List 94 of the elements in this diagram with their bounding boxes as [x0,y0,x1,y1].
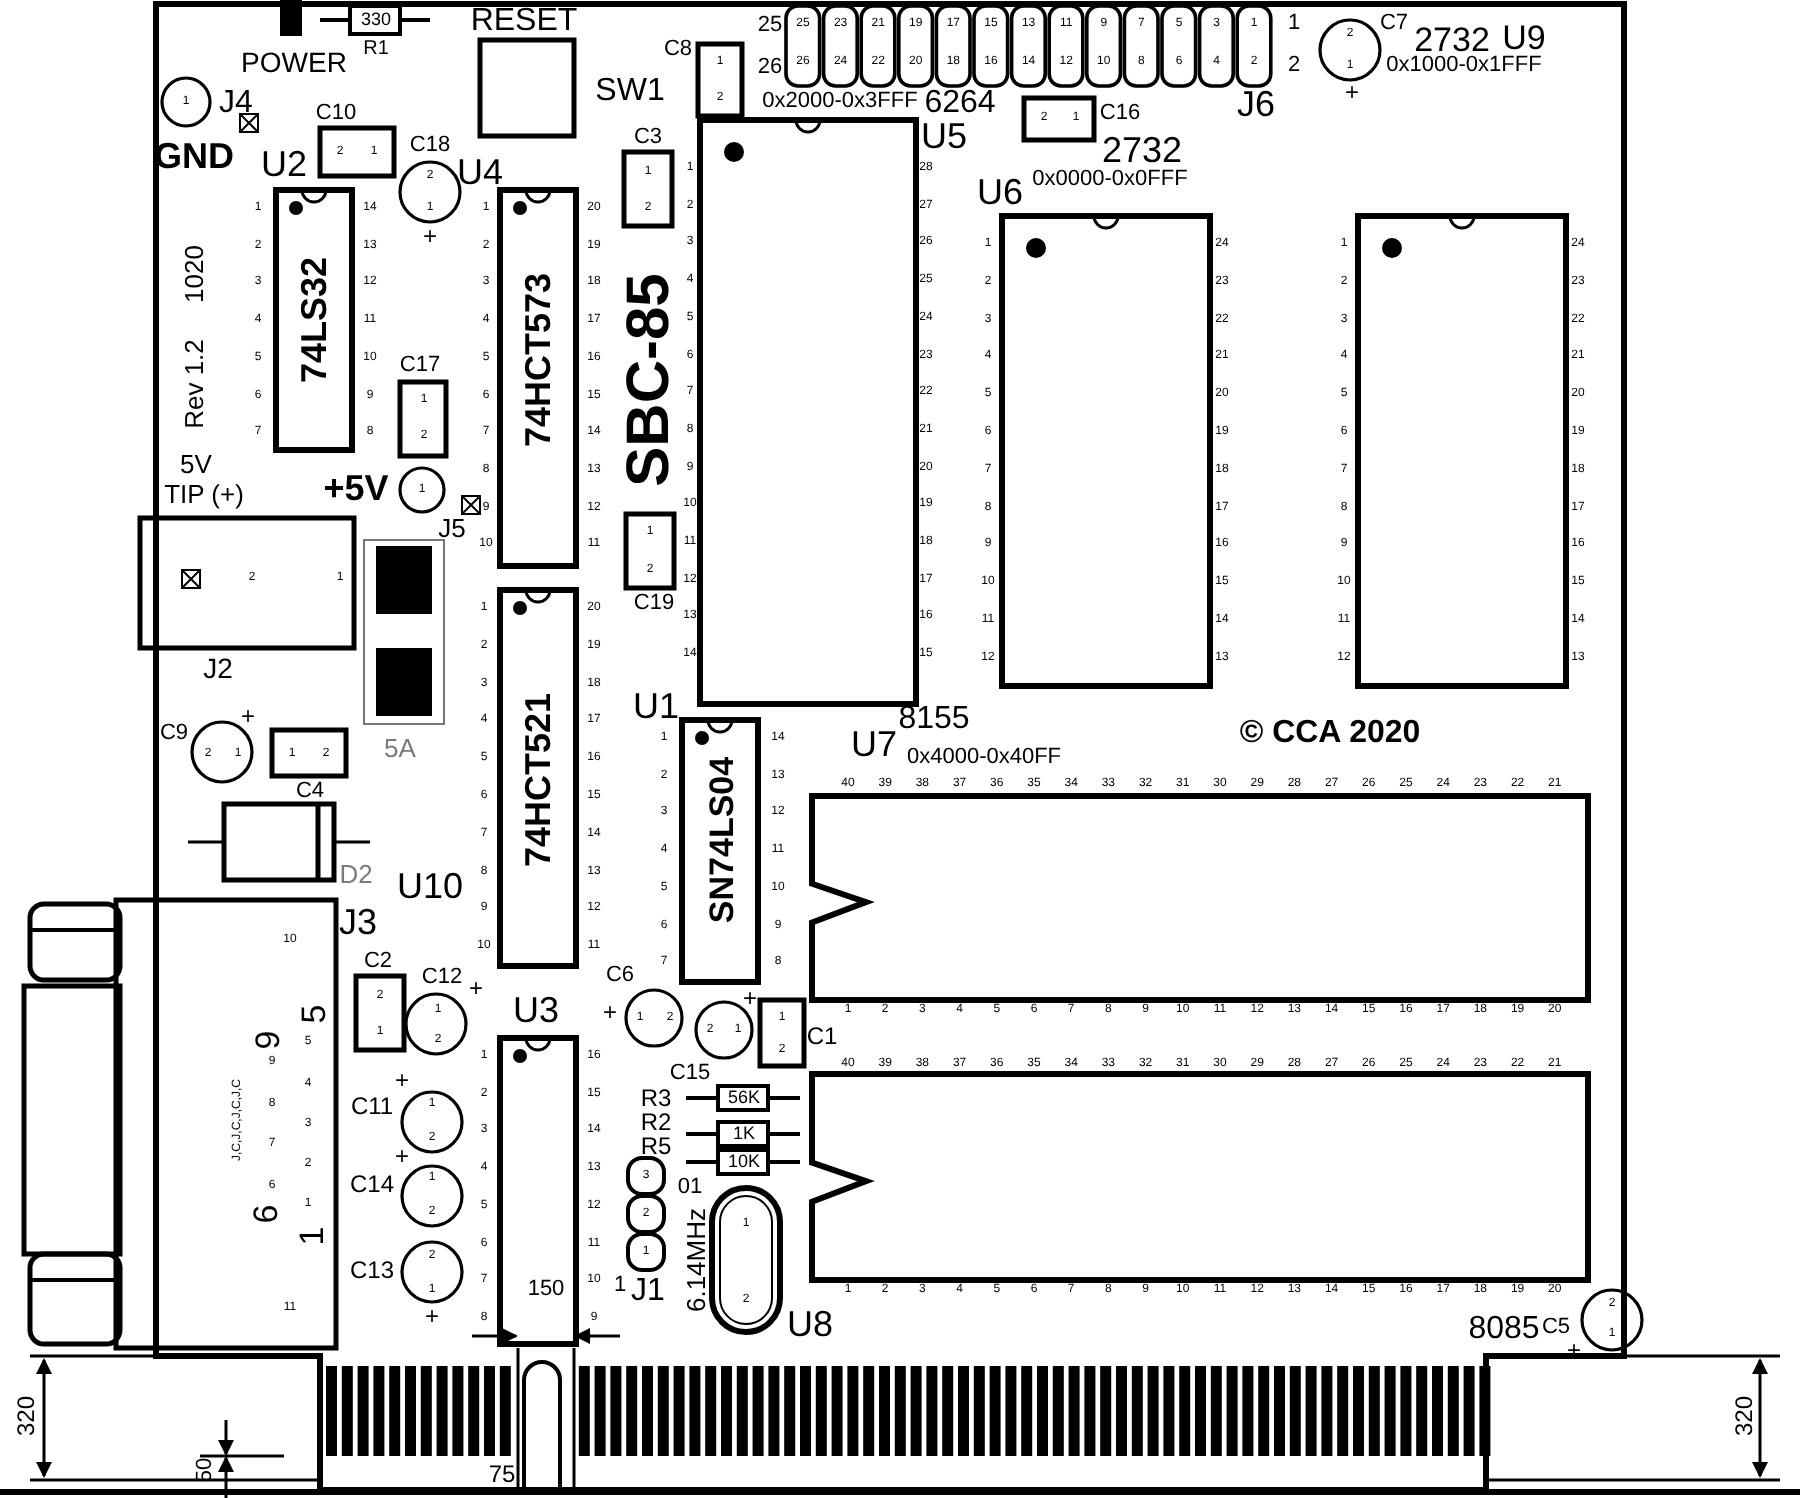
polarity-mark: + [603,1000,617,1024]
component-label: 1 [295,1226,329,1246]
net-label: GND [154,138,234,174]
component-label: SW1 [595,76,665,108]
dimension-value: 150 [527,1279,565,1301]
component-label: C19 [633,593,675,615]
component-label: U4 [457,154,503,190]
component-label: J4 [219,88,253,120]
component-label: U10 [396,868,464,904]
polarity-mark: + [423,224,437,248]
component-label: 0x4000-0x40FF [906,747,1062,769]
component-label: U1 [633,688,679,724]
component-label: 1K [733,1125,755,1143]
component-label: J5 [438,515,466,541]
component-label: J1 [631,1276,665,1308]
component-label: C6 [605,965,635,987]
component-label: U7 [851,726,897,762]
revision-label: Rev 1.2 [181,339,207,429]
component-label: R2 [640,1110,672,1134]
component-label: 2 [1287,55,1301,77]
component-label: C2 [363,951,393,973]
polarity-mark: + [469,976,483,1000]
component-label: C15 [669,1063,711,1085]
component-label: 6.14MHz [683,1207,709,1313]
component-label: 0x0000-0x0FFF [1032,169,1188,191]
component-label: 9 [251,1030,285,1050]
polarity-mark: + [1345,80,1359,104]
component-label: U2 [261,146,307,182]
address-range: 0x1000-0x1FFF [1386,55,1542,77]
part-number: 74HCT573 [520,272,556,448]
dimension-value: 320 [14,1395,38,1437]
component-label: 8155 [898,704,970,736]
component-label: 5 [297,1004,331,1024]
component-label: 330 [360,11,392,29]
copyright-notice: © CCA 2020 [1239,718,1421,750]
component-label: U8 [787,1306,833,1342]
dimension-value: 320 [1732,1395,1756,1437]
board-title: SBC-85 [620,273,680,487]
voltage-label: 5V [180,451,212,477]
component-label: C13 [350,1258,394,1282]
component-label: C1 [806,1024,838,1048]
component-label: 1 [1287,13,1301,35]
component-label: U3 [513,992,559,1028]
dimension-value: 75 [488,1462,516,1486]
component-label: R1 [363,40,389,60]
component-label: 1 [613,1275,627,1297]
component-label: U9 [1502,21,1546,55]
component-label: R5 [640,1134,672,1158]
component-label: C8 [663,39,693,61]
component-label: 6 [249,1204,283,1224]
voltage-label: +5V [323,470,389,506]
part-number: 74HCT521 [520,692,556,868]
component-label: C3 [633,127,663,149]
part-number: 74LS32 [296,256,332,384]
component-label: 2732 [1101,132,1183,168]
polarity-mark: + [395,1144,409,1168]
component-label: J3 [339,904,377,940]
polarity-mark: + [743,986,757,1010]
component-label: R3 [640,1086,672,1110]
component-label: 01 [677,1177,703,1199]
component-label: C5 [1541,1317,1571,1339]
component-label: C7 [1379,13,1409,35]
component-label: 10K [728,1153,760,1171]
component-label: POWER [241,48,347,76]
component-label: 26 [757,57,783,79]
component-label: C17 [399,355,441,377]
revision-date: 1020 [181,245,207,303]
component-label: 6264 [924,88,996,120]
component-label: 56K [728,1089,760,1107]
component-label: C11 [350,1094,394,1118]
component-label: 5A [384,735,416,761]
component-label: U6 [977,174,1023,210]
part-number: 2732 [1414,23,1490,57]
component-label: 8085 [1468,1314,1540,1346]
component-label: C16 [1099,103,1141,125]
component-label: C14 [350,1172,394,1196]
part-number: SN74LS04 [705,756,739,924]
component-label: C18 [409,135,451,157]
polarity-mark: + [241,704,255,728]
component-label: C9 [159,723,189,745]
component-label: C4 [295,781,325,803]
polarity-mark: + [425,1304,439,1328]
component-label: C10 [315,103,357,125]
component-label: J2 [203,654,233,682]
polarity-mark: + [395,1068,409,1092]
component-label: C12 [421,967,463,989]
component-label: RESET [470,6,578,38]
component-label: U5 [921,118,967,154]
component-label: 25 [757,15,783,37]
polarity-label: TIP (+) [164,481,244,507]
component-label: D2 [339,861,373,887]
component-label: 0x2000-0x3FFF [762,91,918,113]
component-label: J6 [1237,86,1275,122]
diode [184,804,374,880]
